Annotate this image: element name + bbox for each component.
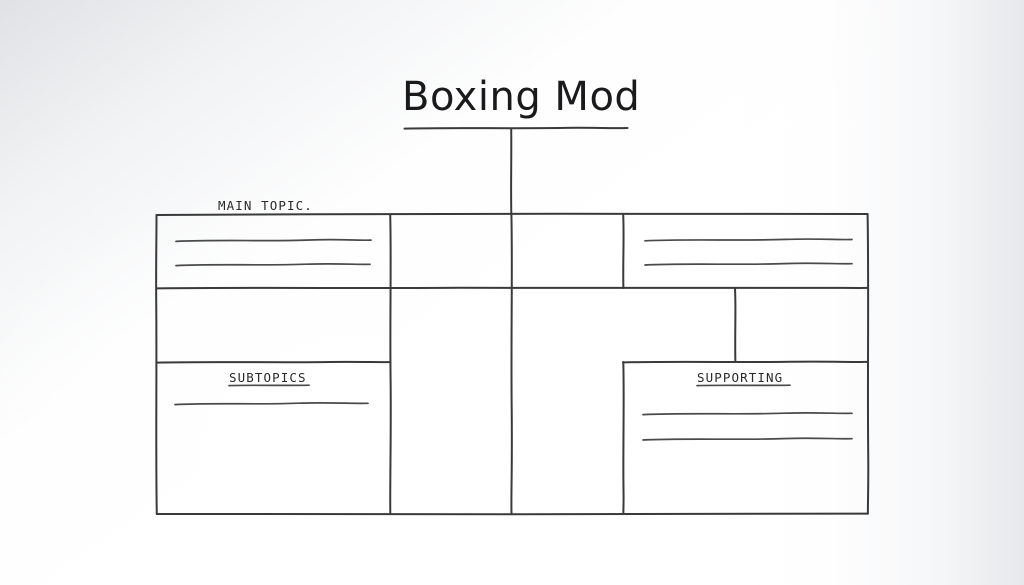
title-underline	[403, 126, 629, 130]
supporting-label: SUPPORTING	[697, 370, 784, 385]
subtopics-label: SUBTOPICS	[229, 370, 307, 385]
writing-lines-top-right	[644, 238, 853, 266]
writing-lines-subtopics	[174, 401, 369, 406]
grid-row-divider-2-left	[156, 360, 391, 364]
writing-lines-main-topic	[175, 238, 372, 267]
supporting-box-top-edge	[622, 360, 869, 364]
main-topic-label: MAIN TOPIC.	[218, 198, 313, 213]
grid-outer-frame	[155, 212, 870, 516]
diagram-title: Boxing Mod	[402, 74, 641, 120]
writing-lines-supporting	[642, 411, 853, 441]
grid-col-divider-1	[389, 213, 392, 515]
grid-row-divider-1	[156, 286, 869, 290]
